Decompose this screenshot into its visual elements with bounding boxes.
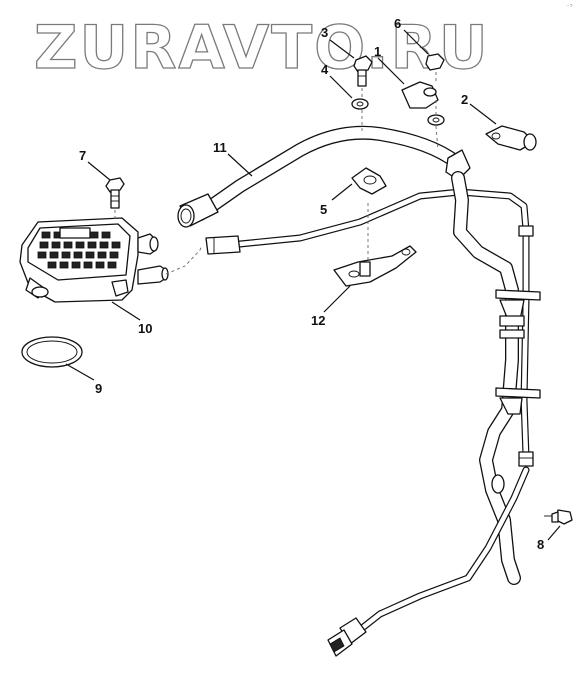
callout-10: 10 [138,321,152,336]
bolt-part-8 [544,509,573,525]
corner-mark: ⁻⁵ [566,3,573,11]
bracket-part-12 [333,245,417,287]
washer-part-4 [351,98,369,110]
callout-5: 5 [320,202,327,217]
callout-8: 8 [537,537,544,552]
connector-bottom [327,617,367,657]
callout-2: 2 [461,92,468,107]
callout-3: 3 [321,25,328,40]
callout-7: 7 [79,148,86,163]
clamp-part-2 [485,125,537,151]
clamp-part-5 [351,167,387,195]
hose-part-11 [177,125,471,228]
callout-11: 11 [213,140,227,155]
callout-6: 6 [394,16,401,31]
callout-12: 12 [311,313,325,328]
module-part-10 [19,217,169,303]
callout-9: 9 [95,381,102,396]
bolt-part-7 [105,177,125,209]
watermark-text: ZURAVTO.RU [34,13,490,83]
callout-4: 4 [321,62,329,77]
o-ring-part-9 [21,336,83,368]
bolt-part-3 [353,55,373,87]
clamp-part-1 [401,81,439,109]
callout-1: 1 [374,44,381,59]
callout-leaders [65,29,561,541]
pipe-harness [205,171,541,640]
nut-part-6 [425,53,445,126]
